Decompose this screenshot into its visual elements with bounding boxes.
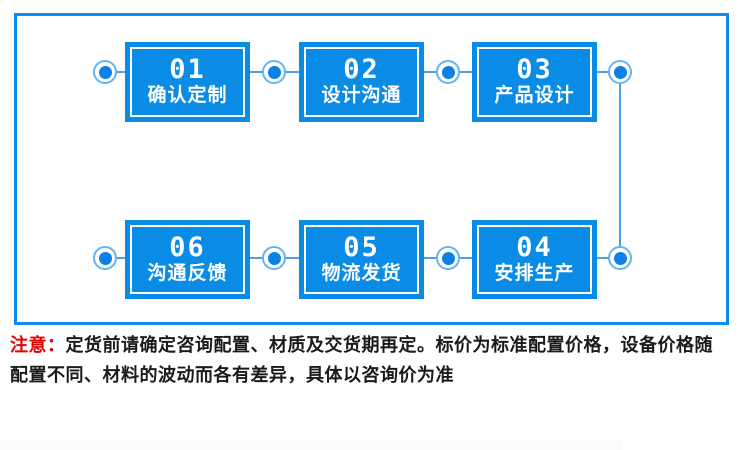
- step-box-03: 03 产品设计: [472, 42, 597, 122]
- node-dot-icon: [441, 65, 455, 79]
- notice-prefix: 注意：: [10, 335, 66, 355]
- step-box-inner-border: 05 物流发货: [304, 225, 419, 294]
- notice-line2: 配置不同、材料的波动而各有差异，具体以咨询价为准: [10, 365, 454, 385]
- node-dot-icon: [441, 251, 455, 265]
- connector-line-vertical: [619, 72, 621, 258]
- step-label: 设计沟通: [321, 85, 402, 106]
- step-number: 01: [169, 54, 206, 85]
- connector-node-icon: [93, 60, 117, 84]
- step-box-inner-border: 06 沟通反馈: [130, 225, 245, 294]
- step-number: 02: [343, 54, 380, 85]
- step-label: 确认定制: [147, 85, 228, 106]
- step-box-02: 02 设计沟通: [299, 42, 424, 122]
- step-label: 沟通反馈: [147, 262, 228, 284]
- node-dot-icon: [613, 251, 627, 265]
- connector-node-icon: [608, 246, 632, 270]
- node-dot-icon: [98, 65, 112, 79]
- node-dot-icon: [98, 251, 112, 265]
- step-number: 04: [516, 231, 553, 263]
- step-box-01: 01 确认定制: [125, 42, 250, 122]
- step-number: 05: [343, 231, 380, 263]
- step-number: 06: [169, 231, 206, 263]
- connector-node-icon: [93, 246, 117, 270]
- connector-node-icon: [262, 60, 286, 84]
- step-box-inner-border: 04 安排生产: [477, 225, 592, 294]
- step-label: 安排生产: [494, 262, 575, 284]
- connector-node-icon: [436, 60, 460, 84]
- connector-node-icon: [436, 246, 460, 270]
- node-dot-icon: [267, 251, 281, 265]
- node-dot-icon: [267, 65, 281, 79]
- step-box-inner-border: 02 设计沟通: [304, 47, 419, 117]
- bottom-divider-band: [0, 439, 622, 450]
- notice-text: 注意：定货前请确定咨询配置、材质及交货期再定。标价为标准配置价格，设备价格随 配…: [10, 330, 722, 390]
- connector-node-icon: [262, 246, 286, 270]
- notice-line1: 定货前请确定咨询配置、材质及交货期再定。标价为标准配置价格，设备价格随: [65, 335, 713, 355]
- step-number: 03: [516, 54, 553, 85]
- step-box-inner-border: 01 确认定制: [130, 47, 245, 117]
- step-box-06: 06 沟通反馈: [125, 220, 250, 299]
- node-dot-icon: [613, 65, 627, 79]
- connector-node-icon: [608, 60, 632, 84]
- step-label: 产品设计: [494, 85, 575, 106]
- step-box-04: 04 安排生产: [472, 220, 597, 299]
- step-label: 物流发货: [321, 262, 402, 284]
- step-box-inner-border: 03 产品设计: [477, 47, 592, 117]
- step-box-05: 05 物流发货: [299, 220, 424, 299]
